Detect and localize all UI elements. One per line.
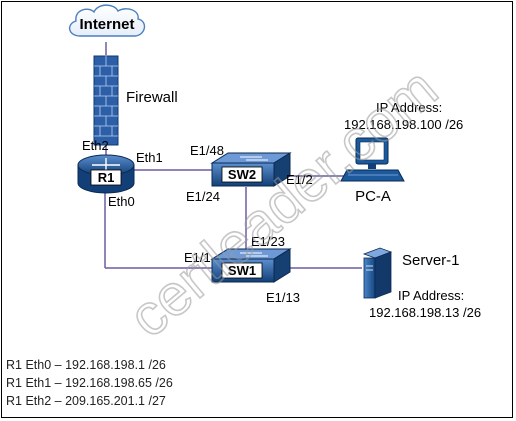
server-ip-value: 192.168.198.13 /26 [369,305,481,320]
internet-cloud[interactable]: Internet [69,4,146,37]
port-sw2-e148: E1/48 [190,143,224,158]
firewall-label: Firewall [126,89,178,106]
r1-interface-config: R1 Eth0 – 192.168.198.1 /26 R1 Eth1 – 19… [6,358,173,408]
server-1-icon[interactable] [362,247,393,299]
links [104,42,362,269]
port-sw1-e11: E1/1 [184,250,211,265]
sw2-switch-icon[interactable]: SW2 [210,152,292,187]
firewall-icon[interactable] [93,55,119,146]
sw1-label: SW1 [228,263,256,278]
port-sw1-e113: E1/13 [266,290,300,305]
sw1-switch-icon[interactable]: SW1 [210,248,292,283]
port-sw2-e123: E1/23 [251,234,285,249]
internet-label: Internet [79,16,134,33]
port-sw2-e12: E1/2 [286,172,313,187]
r1-router-icon[interactable]: R1 [77,154,135,194]
pc-ip-value: 192.168.198.100 /26 [344,117,463,132]
port-r1-eth2: Eth2 [82,138,109,153]
config-line: R1 Eth0 – 192.168.198.1 /26 [6,358,166,372]
port-r1-eth1: Eth1 [136,150,163,165]
r1-label: R1 [98,170,115,185]
pc-a-label: PC-A [355,188,391,205]
server-ip-label: IP Address: [398,288,464,303]
pc-a-icon[interactable] [340,137,405,182]
config-line: R1 Eth1 – 192.168.198.65 /26 [6,376,173,390]
port-r1-eth0: Eth0 [108,194,135,209]
config-line: R1 Eth2 – 209.165.201.1 /27 [6,394,166,408]
port-sw2-e124: E1/24 [186,189,220,204]
sw2-label: SW2 [228,167,256,182]
pc-ip-label: IP Address: [376,100,442,115]
server-1-label: Server-1 [402,252,460,269]
